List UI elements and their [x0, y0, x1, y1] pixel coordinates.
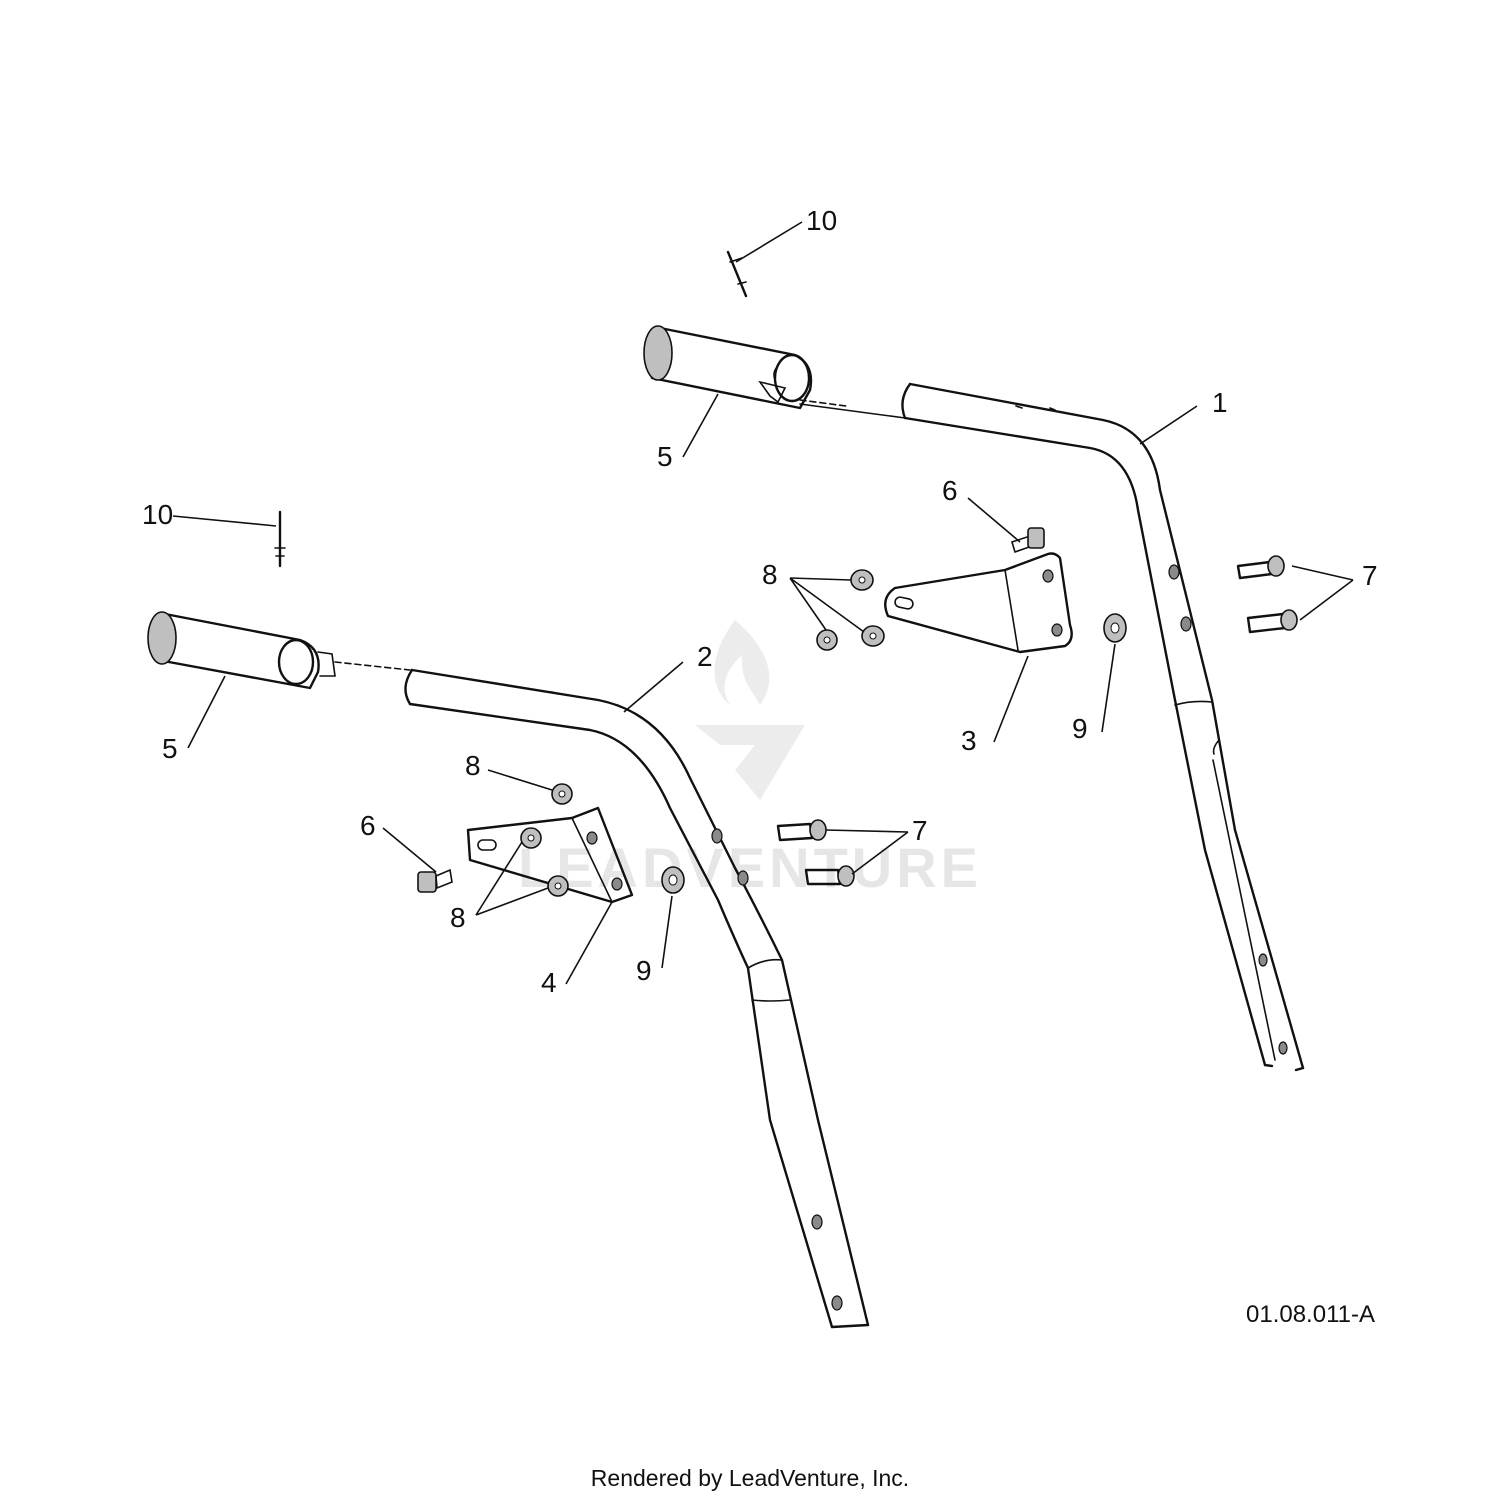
callout-9-right: 9: [1072, 713, 1088, 744]
part-7-bolts-left: [776, 819, 855, 887]
callouts: 1 2 3 4 5 5 6 6 7 7 8 8 8 9 9 10 10: [142, 205, 1378, 998]
callout-6-right: 6: [942, 475, 958, 506]
part-10-pin-right: [726, 250, 748, 298]
part-8-nuts-left: [520, 783, 573, 897]
part-9-washer-left: [661, 866, 685, 894]
watermark: LEADVENTURE: [518, 620, 982, 899]
part-5-grip-left: [147, 611, 411, 690]
callout-10-left: 10: [142, 499, 173, 530]
part-10-pin-left: [274, 510, 286, 568]
watermark-text: LEADVENTURE: [518, 836, 982, 899]
part-3-bracket-right: [884, 552, 1073, 654]
part-6-bolt-right: [1011, 527, 1045, 554]
callout-9-left: 9: [636, 955, 652, 986]
callout-7-left: 7: [912, 815, 928, 846]
callout-4: 4: [541, 967, 557, 998]
part-9-washer-right: [1103, 613, 1127, 643]
callout-2: 2: [697, 641, 713, 672]
callout-10-right: 10: [806, 205, 837, 236]
callout-3: 3: [961, 725, 977, 756]
callout-6-left: 6: [360, 810, 376, 841]
leader-lines: [172, 221, 1354, 985]
callout-8-right: 8: [762, 559, 778, 590]
callout-1: 1: [1212, 387, 1228, 418]
callout-8-left-bottom: 8: [450, 902, 466, 933]
figure-reference-code: 01.08.011-A: [1246, 1301, 1375, 1328]
render-credit: Rendered by LeadVenture, Inc.: [591, 1465, 909, 1491]
callout-8-left-top: 8: [465, 750, 481, 781]
part-6-bolt-left: [417, 868, 453, 893]
callout-5-left: 5: [162, 733, 178, 764]
part-5-grip-right: [643, 325, 906, 419]
part-1-upper-handle-right: [901, 382, 1305, 1072]
part-2-upper-handle-left: [404, 668, 870, 1329]
part-4-bracket-left: [466, 806, 634, 904]
callout-7-right: 7: [1362, 560, 1378, 591]
callout-5-right: 5: [657, 441, 673, 472]
part-8-nuts-right: [816, 569, 885, 651]
part-7-bolts-right: [1236, 555, 1298, 634]
